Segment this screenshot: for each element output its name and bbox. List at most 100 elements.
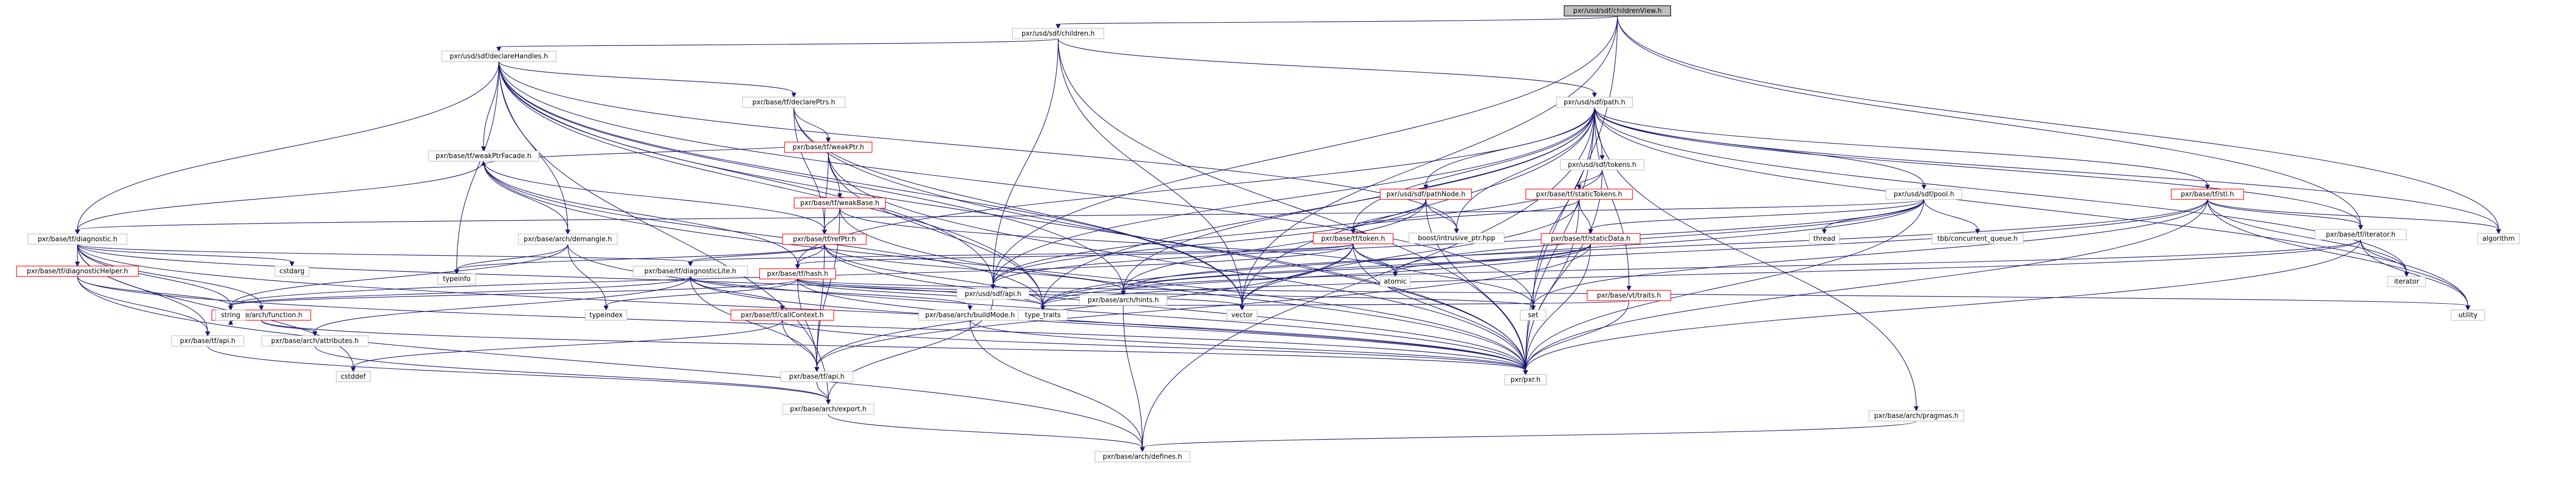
graph-node-tftoken[interactable]: pxr/base/tf/token.h <box>1313 233 1394 244</box>
graph-node-tokens[interactable]: pxr/usd/sdf/tokens.h <box>1560 159 1645 170</box>
edge-tfapi-to-archexport <box>207 346 831 405</box>
edge-pool-to-staticData <box>1588 199 1925 235</box>
graph-node-defines[interactable]: pxr/base/arch/defines.h <box>1094 451 1190 462</box>
node-label: pxr/base/arch/pragmas.h <box>1874 412 1958 420</box>
node-label: string <box>221 312 240 319</box>
edge-line <box>782 320 817 368</box>
edge-tokens-to-pxrh <box>1523 169 1603 376</box>
graph-node-tfiterator[interactable]: pxr/base/tf/iterator.h <box>2314 229 2407 240</box>
edge-sdfpath-to-set <box>1531 107 1595 311</box>
graph-node-pxrh[interactable]: pxr/pxr.h <box>1504 374 1547 385</box>
edge-declarePtrs-to-refPtr <box>793 107 827 235</box>
graph-node-declareHandles[interactable]: pxr/usd/sdf/declareHandles.h <box>441 51 556 62</box>
edge-line <box>230 278 798 306</box>
edge-line <box>498 61 1243 306</box>
edge-line <box>1579 199 1591 230</box>
graph-node-sdfapi[interactable]: pxr/usd/sdf/api.h <box>957 288 1030 300</box>
graph-node-traits[interactable]: pxr/base/vt/traits.h <box>1586 290 1672 301</box>
graph-node-diagnosticHelper[interactable]: pxr/base/tf/diagnosticHelper.h <box>16 266 139 277</box>
graph-node-root[interactable]: pxr/usd/sdf/childrenView.h <box>1564 5 1671 17</box>
graph-node-weakBase[interactable]: pxr/base/tf/weakBase.h <box>793 197 886 209</box>
graph-node-pragmas[interactable]: pxr/base/arch/pragmas.h <box>1868 410 1964 422</box>
edge-line <box>816 243 1354 368</box>
graph-node-diagnostic[interactable]: pxr/base/tf/diagnostic.h <box>27 234 128 245</box>
graph-node-hints[interactable]: pxr/base/arch/hints.h <box>1079 294 1168 306</box>
edge-declareHandles-to-declarePtrs <box>498 61 797 98</box>
edge-staticData-to-tfapi2 <box>814 243 1591 372</box>
edge-arrowhead <box>825 399 831 405</box>
edge-line <box>2207 199 2407 273</box>
graph-node-weakPtrFacade[interactable]: pxr/base/tf/weakPtrFacade.h <box>428 150 539 162</box>
edge-tfstl-to-utility <box>2207 199 2471 311</box>
graph-node-declarePtrs[interactable]: pxr/base/tf/declarePtrs.h <box>742 97 846 108</box>
edge-arrowhead <box>1140 447 1145 453</box>
edge-line <box>1353 107 1595 230</box>
node-label: pxr/usd/sdf/tokens.h <box>1568 161 1636 169</box>
edge-line <box>1042 239 2361 306</box>
edge-line <box>1058 38 1595 94</box>
edge-declarePtrs-to-weakPtr <box>793 107 831 143</box>
node-label: type_traits <box>1025 312 1061 319</box>
node-box <box>1564 5 1671 17</box>
node-label: pxr/base/arch/demangle.h <box>523 236 612 243</box>
edge-callContext-to-pxrh <box>782 320 1528 376</box>
graph-node-archexport[interactable]: pxr/base/arch/export.h <box>782 403 874 415</box>
edge-pragmas-to-defines <box>1140 421 1917 453</box>
edge-arrowhead <box>75 229 80 235</box>
edge-line <box>828 152 1043 306</box>
edge-line <box>797 278 817 368</box>
graph-node-tfapi[interactable]: pxr/base/tf/api.h <box>171 335 244 347</box>
graph-node-buildMode[interactable]: pxr/base/arch/buildMode.h <box>918 309 1022 321</box>
edge-tftoken-to-tfhash <box>795 243 1354 270</box>
edge-arrowhead <box>822 229 827 235</box>
edge-line <box>77 276 231 306</box>
edge-line <box>1353 199 1580 230</box>
graph-node-staticData[interactable]: pxr/base/tf/staticData.h <box>1540 233 1641 244</box>
node-box <box>1525 189 1633 200</box>
edge-line <box>498 38 1059 48</box>
node-box <box>1408 232 1505 244</box>
graph-node-diagnosticLite[interactable]: pxr/base/tf/diagnosticLite.h <box>633 266 748 277</box>
edge-arrowhead <box>1914 406 1919 412</box>
edge-line <box>690 243 1354 262</box>
edge-line <box>1123 305 1143 448</box>
graph-node-sdfpath[interactable]: pxr/usd/sdf/path.h <box>1556 97 1633 108</box>
edge-sdfpath-to-pool <box>1594 107 1927 190</box>
edge-callContext-to-tfapi2 <box>782 320 820 372</box>
graph-node-set: set <box>1520 309 1547 321</box>
graph-node-callContext[interactable]: pxr/base/tf/callContext.h <box>730 309 834 321</box>
edge-arrowhead <box>2496 229 2501 235</box>
graph-node-pool[interactable]: pxr/usd/sdf/pool.h <box>1885 189 1963 200</box>
node-label: tbb/concurrent_queue.h <box>1937 235 2018 243</box>
node-box <box>1560 159 1645 170</box>
graph-node-tfstl[interactable]: pxr/base/tf/stl.h <box>2171 189 2244 200</box>
node-box <box>1809 233 1840 244</box>
edge-line <box>828 152 1526 371</box>
graph-node-pathNode[interactable]: pxr/usd/sdf/pathNode.h <box>1380 189 1472 200</box>
node-label: pxr/base/vt/traits.h <box>1597 292 1661 300</box>
graph-node-attributes[interactable]: pxr/base/arch/attributes.h <box>261 335 369 347</box>
edge-diagnostic-to-diagnosticLite <box>77 244 693 267</box>
edge-line <box>690 244 825 262</box>
edge-tfhash-to-typeindex <box>603 278 798 311</box>
edge-tfiterator-to-iteratorStd <box>2360 239 2409 277</box>
edge-line <box>992 107 1595 285</box>
graph-node-tfapi2[interactable]: pxr/base/tf/api.h <box>780 371 853 382</box>
node-box <box>1931 233 2024 244</box>
edge-line <box>1533 199 2208 306</box>
node-box <box>1379 276 1411 287</box>
graph-node-staticTokens[interactable]: pxr/base/tf/staticTokens.h <box>1525 189 1633 200</box>
edge-line <box>1425 199 1457 229</box>
edge-declareHandles-to-weakPtrFacade <box>481 61 499 152</box>
node-box <box>759 268 836 279</box>
graph-node-refPtr[interactable]: pxr/base/tf/refPtr.h <box>782 234 867 245</box>
edge-line <box>1353 243 1534 306</box>
edge-diagnosticHelper-to-tfapi <box>77 276 211 337</box>
node-label: pxr/base/arch/attributes.h <box>271 337 359 345</box>
edge-line <box>1395 243 1591 273</box>
node-label: pxr/base/tf/staticData.h <box>1551 235 1630 243</box>
graph-node-weakPtr[interactable]: pxr/base/tf/weakPtr.h <box>784 142 872 153</box>
graph-node-demangle[interactable]: pxr/base/arch/demangle.h <box>518 234 618 245</box>
graph-node-children[interactable]: pxr/usd/sdf/children.h <box>1012 28 1104 39</box>
graph-node-tfhash[interactable]: pxr/base/tf/hash.h <box>759 268 836 279</box>
